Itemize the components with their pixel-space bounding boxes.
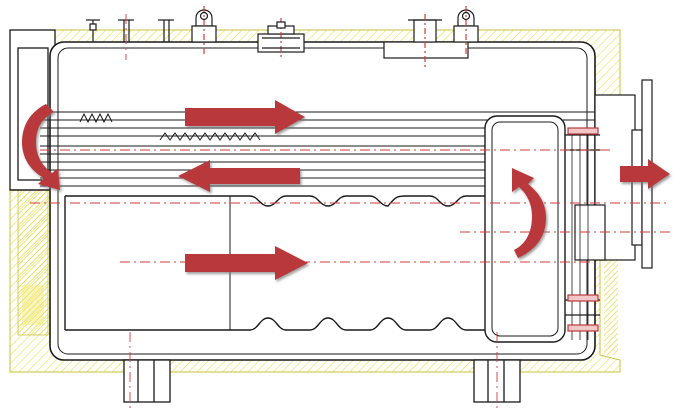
turbulator-zigzag <box>159 132 261 141</box>
flow-arrow-icon <box>185 100 305 134</box>
curved-flow-arrow-icon <box>512 168 546 258</box>
flow-arrow-lower-right <box>185 246 308 280</box>
flow-arrow-icon <box>178 160 300 192</box>
lifting-lug-icon <box>453 6 479 56</box>
centerlines <box>30 14 670 410</box>
valve-icon <box>158 19 174 42</box>
manhole-nozzle <box>383 14 469 70</box>
turn-arrow-front <box>22 104 60 190</box>
flow-arrow-middle-left <box>178 160 300 192</box>
flow-arrow-upper-right <box>185 100 305 134</box>
fire-tube-bundle <box>40 111 600 187</box>
flow-arrows <box>22 100 670 280</box>
valve-icon <box>86 19 100 42</box>
steam-outlet-nozzle <box>257 18 305 60</box>
turbulator-zigzag <box>79 112 113 124</box>
curved-flow-arrow-icon <box>22 104 60 190</box>
flow-arrow-exhaust <box>620 159 670 189</box>
reversal-chamber <box>484 115 566 343</box>
flow-arrow-icon <box>185 246 308 280</box>
flow-arrow-icon <box>620 159 670 189</box>
top-fittings <box>86 6 479 70</box>
turn-arrow-rear <box>512 168 546 258</box>
